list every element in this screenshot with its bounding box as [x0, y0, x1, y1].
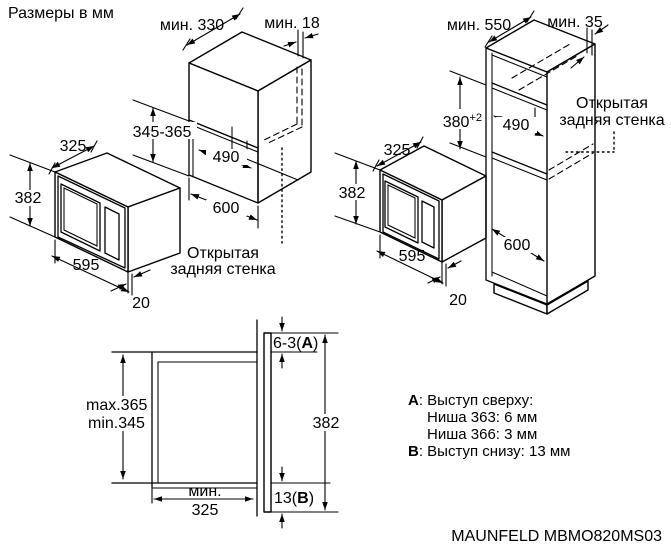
wall-cab-open-back-caption: Открытая	[187, 245, 259, 262]
plinth	[546, 280, 589, 315]
dim-tall-cab-lower-height: 600	[504, 237, 531, 254]
dim-wall-cab-min-depth: мин. 330	[160, 17, 224, 34]
dim-wall-cab-niche-depth: 490	[213, 149, 240, 166]
wall-cab-open-back-caption: задняя стенка	[170, 261, 275, 278]
diagram-linework	[54, 19, 615, 517]
dim-tall-cab-min-gap: мин. 35	[547, 14, 603, 31]
tall-cabinet-drawing	[485, 19, 615, 315]
dim-section-top-gap: 6-3(A)	[273, 335, 318, 352]
dim-mw-left-depth: 325	[60, 138, 87, 155]
dim-wall-cab-width: 600	[213, 200, 240, 217]
dim-section-min-label: мин.	[188, 483, 221, 500]
dim-mw-left-frame: 20	[132, 295, 150, 312]
dim-tall-cab-min-depth: мин. 550	[447, 17, 511, 34]
shelf-front-edge	[491, 82, 548, 106]
label-backings	[12, 109, 538, 431]
control-panel-outline	[104, 206, 120, 261]
dim-section-bottom-gap: 13(B)	[274, 490, 314, 507]
legend-item: Ниша 366: 3 мм	[427, 426, 537, 443]
control-panel-outline	[421, 200, 435, 249]
dim-mw-right-width: 595	[399, 248, 426, 265]
diagram-labels: Размеры в мм 325 382 595 20 325 382 595 …	[8, 5, 665, 545]
legend-line-a: A: Выступ сверху:	[408, 392, 533, 409]
shelf-front-edge	[491, 151, 548, 175]
door-window-outline	[60, 183, 101, 252]
microwave-right-drawing	[379, 145, 487, 263]
legend-line-b: B: Выступ снизу: 13 мм	[408, 443, 570, 460]
page-title: Размеры в мм	[8, 5, 114, 22]
model-label: MAUNFELD MBMO820MS03	[451, 528, 662, 545]
dim-mw-right-height: 382	[339, 185, 366, 202]
dim-wall-cab-niche-height: 345-365	[133, 124, 192, 141]
dim-tall-cab-niche-depth: 490	[503, 117, 530, 134]
dim-section-depth: 325	[192, 502, 219, 519]
legend: A: Выступ сверху: Ниша 363: 6 мм Ниша 36…	[408, 392, 570, 460]
microwave-left-drawing	[54, 152, 181, 273]
dim-mw-left-width: 595	[73, 257, 100, 274]
microwave-front-frame-section	[263, 332, 272, 513]
plinth	[493, 283, 548, 315]
dim-section-front-height: 382	[313, 415, 340, 432]
dim-wall-cab-min-gap: мин. 18	[264, 15, 320, 32]
dim-tall-cab-niche-height: 380+2	[443, 112, 482, 131]
door-window-outline	[384, 180, 419, 244]
dim-section-niche-max: max.365	[86, 397, 147, 414]
dim-section-niche-min: min.345	[88, 415, 145, 432]
dim-mw-left-height: 382	[15, 190, 42, 207]
dim-mw-right-frame: 20	[449, 292, 467, 309]
section-drawing	[111, 319, 339, 517]
tall-cab-open-back-caption: задняя стенка	[559, 112, 664, 129]
door-frame-line	[57, 175, 126, 269]
dimension-arrows	[9, 7, 609, 529]
door-frame-line	[382, 173, 440, 260]
dim-mw-right-depth: 325	[384, 142, 411, 159]
tall-cab-open-back-caption: Открытая	[576, 95, 648, 112]
wall-cabinet-drawing	[188, 31, 312, 244]
legend-item: Ниша 363: 6 мм	[427, 409, 537, 426]
open-back-dashed-line	[511, 43, 571, 79]
